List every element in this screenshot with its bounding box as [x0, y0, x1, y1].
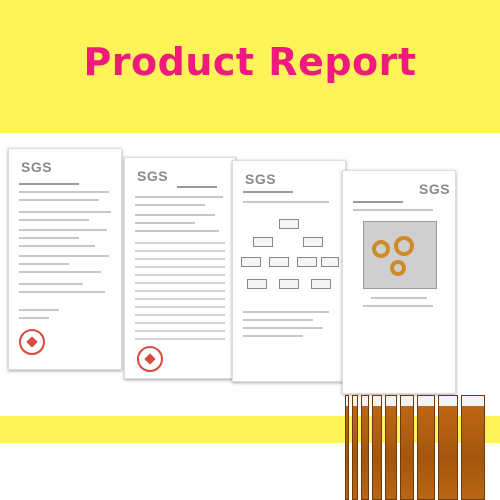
tape-label-icon	[353, 396, 357, 406]
flow-chart-node	[279, 279, 299, 289]
tape-label-icon	[362, 396, 368, 406]
report-document-4: SGS	[342, 170, 456, 394]
tape-label-icon	[386, 396, 396, 406]
tape-roll	[417, 395, 435, 500]
tape-roll	[438, 395, 458, 500]
tape-label-icon	[462, 396, 484, 406]
tape-roll-group	[345, 395, 495, 500]
tape-roll	[461, 395, 485, 500]
tape-roll	[372, 395, 382, 500]
flow-chart-node	[253, 237, 273, 247]
official-stamp-icon	[137, 346, 163, 372]
flow-chart-node	[297, 257, 317, 267]
bottom-yellow-band	[0, 416, 500, 443]
report-document-3: SGS	[232, 160, 346, 382]
sgs-logo: SGS	[21, 159, 53, 175]
sgs-logo: SGS	[419, 181, 451, 197]
flow-chart-node	[303, 237, 323, 247]
flow-chart-node	[311, 279, 331, 289]
sgs-logo: SGS	[137, 168, 169, 184]
tape-roll	[400, 395, 414, 500]
tape-roll	[345, 395, 349, 500]
tape-label-icon	[439, 396, 457, 406]
flow-chart-node	[247, 279, 267, 289]
tape-roll	[361, 395, 369, 500]
tape-label-icon	[401, 396, 413, 406]
page-title: Product Report	[83, 40, 417, 84]
tape-roll	[352, 395, 358, 500]
top-yellow-band	[0, 0, 500, 133]
tape-label-icon	[418, 396, 434, 406]
official-stamp-icon	[19, 329, 45, 355]
report-document-2: SGS	[124, 157, 236, 379]
tape-roll	[385, 395, 397, 500]
footer-area	[0, 443, 500, 500]
flow-chart-node	[241, 257, 261, 267]
flow-chart-node	[321, 257, 339, 267]
tape-label-icon	[346, 396, 348, 406]
flow-chart-node	[269, 257, 289, 267]
tape-label-icon	[373, 396, 381, 406]
sgs-logo: SGS	[245, 171, 277, 187]
sample-photo	[363, 221, 437, 289]
report-document-1: SGS	[8, 148, 122, 370]
flow-chart-node	[279, 219, 299, 229]
